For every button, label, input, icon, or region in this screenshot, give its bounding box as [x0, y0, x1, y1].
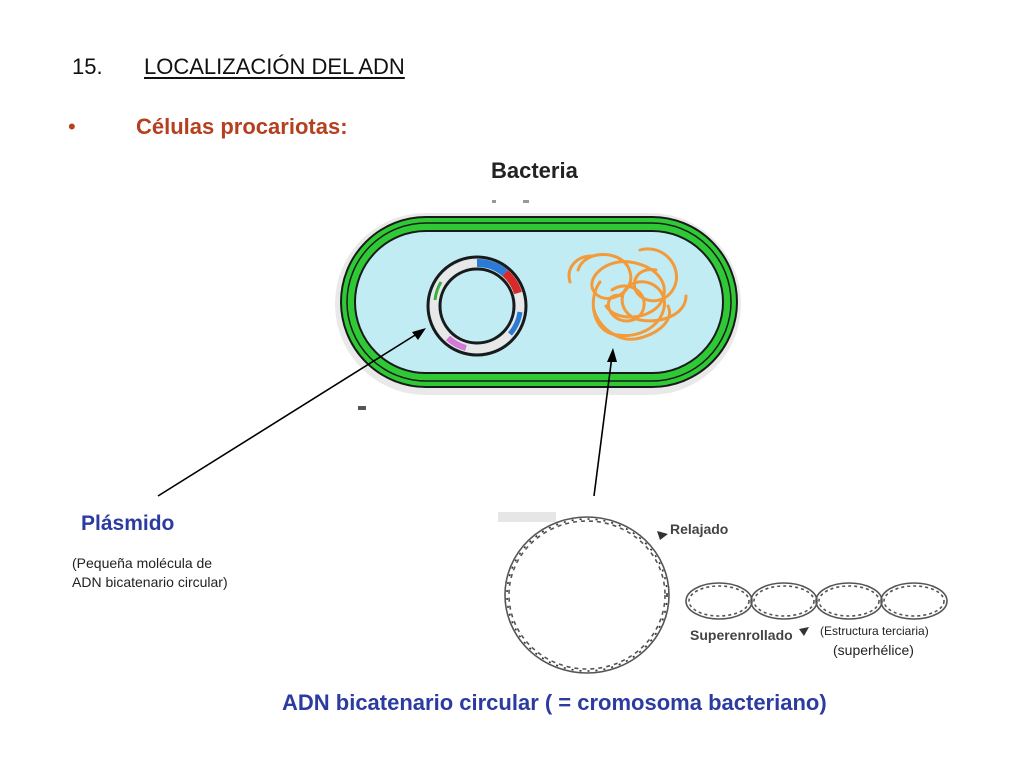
tertiary-structure-label: (Estructura terciaria) [820, 624, 929, 638]
stray-mark [492, 200, 496, 203]
faded-mark [498, 512, 556, 522]
plasmid-description: (Pequeña molécula de ADN bicatenario cir… [72, 555, 228, 590]
title-number: 15. [72, 54, 103, 79]
title-text: LOCALIZACIÓN DEL ADN [144, 54, 405, 79]
stray-mark [523, 200, 529, 203]
bullet-heading: • Células procariotas: [68, 114, 348, 140]
relaxed-label: Relajado [670, 521, 729, 537]
plasmid-ring [426, 255, 528, 357]
bullet-symbol: • [68, 114, 76, 139]
supercoiled-label: Superenrollado [690, 627, 793, 643]
plasmid-pointer-arrowhead [412, 328, 426, 340]
bacteria-label: Bacteria [491, 158, 578, 183]
relajado-arrowhead [657, 531, 668, 540]
chromosome-pointer-arrowhead [607, 348, 617, 362]
bullet-text: Células procariotas: [136, 114, 348, 139]
bottom-caption: ADN bicatenario circular ( = cromosoma b… [282, 690, 827, 715]
superenrollado-arrowhead [799, 627, 809, 636]
relaxed-dna-circle [504, 516, 670, 674]
plasmid-label: Plásmido [81, 512, 175, 535]
bacterial-chromosome [567, 247, 688, 341]
bacterial-cell [335, 213, 741, 395]
plasmid-pointer-line [157, 331, 421, 497]
supercoiled-dna-chain [685, 582, 948, 620]
chromosome-pointer-line [593, 355, 613, 497]
stray-mark [358, 406, 366, 410]
cytoplasm [354, 230, 724, 374]
superhelix-label: (superhélice) [833, 642, 914, 658]
slide-title: 15. LOCALIZACIÓN DEL ADN [72, 54, 405, 80]
